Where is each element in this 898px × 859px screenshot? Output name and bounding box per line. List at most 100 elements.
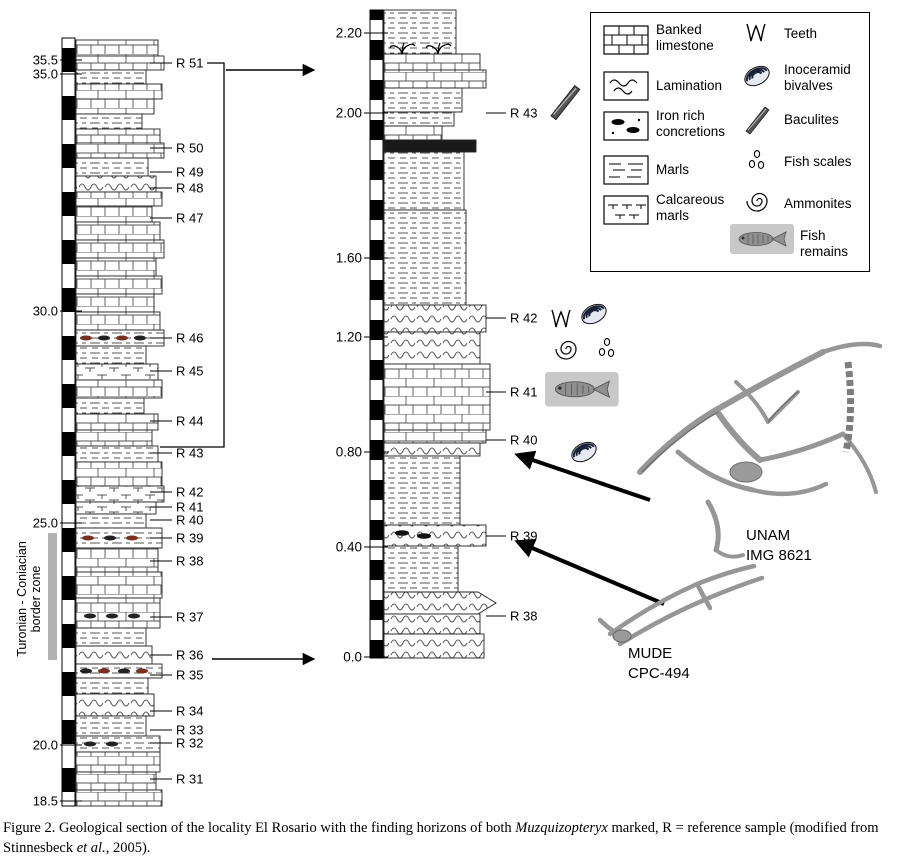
depth-label: 18.5 xyxy=(2,794,82,809)
sample-id: R 36 xyxy=(176,647,204,663)
scale-tick xyxy=(364,451,388,453)
sample-label: R 47 xyxy=(150,211,203,226)
baculites-icon xyxy=(550,85,581,121)
sample-label: R 32 xyxy=(150,736,203,751)
sample-label: R 42 xyxy=(150,485,203,500)
sample-id: R 40 xyxy=(510,432,538,448)
legend-label-banked-limestone: Banked limestone xyxy=(656,22,714,54)
scale-label: 1.20 xyxy=(302,330,388,345)
fish-scales-icon xyxy=(598,338,615,357)
sample-tick xyxy=(150,217,172,219)
legend-label-marls: Marls xyxy=(656,162,689,177)
scale-value: 1.20 xyxy=(335,329,362,345)
sample-label: R 44 xyxy=(150,414,203,429)
sample-id: R 42 xyxy=(510,310,538,326)
depth-value: 35.0 xyxy=(32,66,58,82)
fish-remains-photo xyxy=(544,371,620,408)
scale-label: 0.40 xyxy=(302,540,388,555)
sample-id: R 51 xyxy=(176,55,204,71)
left-column-graphic xyxy=(48,37,165,807)
legend-label-fish-remains: Fish remains xyxy=(800,228,849,260)
depth-value: 20.0 xyxy=(32,737,58,753)
depth-label: 35.5 xyxy=(2,53,82,68)
sample-id: R 42 xyxy=(176,484,204,500)
sample-id: R 46 xyxy=(176,330,204,346)
mude-skeleton-sketch xyxy=(597,563,765,647)
sample-tick xyxy=(150,147,172,149)
right-lithology-beds xyxy=(383,9,497,659)
depth-label: 25.0 xyxy=(2,516,82,531)
ammonite-icon xyxy=(555,340,577,360)
sample-label: R 41 xyxy=(150,500,203,515)
sample-tick xyxy=(486,439,506,441)
teeth-icon xyxy=(551,309,571,328)
sample-id: R 44 xyxy=(176,413,204,429)
sample-tick xyxy=(150,537,172,539)
caption-et-al: et al. xyxy=(76,840,106,857)
sample-label: R 40 xyxy=(150,513,203,528)
sample-id: R 47 xyxy=(176,210,204,226)
sample-label: R 43 xyxy=(486,106,537,121)
scale-value: 0.80 xyxy=(335,444,362,460)
scale-label: 0.80 xyxy=(302,445,388,460)
sample-label: R 39 xyxy=(486,529,537,544)
caption-text: Figure 2. Geological section of the loca… xyxy=(3,820,516,836)
sample-label: R 37 xyxy=(150,610,203,625)
scale-tick xyxy=(364,336,388,338)
unam-skeleton-sketch xyxy=(637,341,883,559)
sample-label: R 39 xyxy=(150,531,203,546)
sample-id: R 41 xyxy=(176,499,204,515)
sample-label: R 38 xyxy=(486,609,537,624)
scale-value: 2.00 xyxy=(335,105,362,121)
border-zone-bar xyxy=(48,533,57,660)
sample-tick xyxy=(486,535,506,537)
sample-tick xyxy=(486,391,506,393)
inoceramid-icon xyxy=(577,299,611,329)
sample-id: R 33 xyxy=(176,722,204,738)
sample-id: R 31 xyxy=(176,771,204,787)
sample-tick xyxy=(150,616,172,618)
sample-tick xyxy=(150,674,172,676)
sample-label: R 38 xyxy=(150,554,203,569)
caption-text: marked, R = reference sample (modified f… xyxy=(3,820,879,857)
legend-label-iron-concretions: Iron rich concretions xyxy=(656,108,726,140)
sample-id: R 37 xyxy=(176,609,204,625)
scale-tick xyxy=(364,32,388,34)
sample-label: R 43 xyxy=(150,446,203,461)
legend-label-lamination: Lamination xyxy=(656,78,723,93)
sample-tick xyxy=(486,615,506,617)
border-zone-label: Turonian - Coniacian border zone xyxy=(15,514,45,684)
depth-label: 35.0 xyxy=(2,67,82,82)
sample-id: R 41 xyxy=(510,384,538,400)
sample-tick xyxy=(150,519,172,521)
sample-label: R 51 xyxy=(150,56,203,71)
right-column-graphic xyxy=(369,9,497,659)
legend-label-teeth: Teeth xyxy=(784,26,818,41)
scale-tick xyxy=(60,744,82,746)
depth-value: 30.0 xyxy=(32,303,58,319)
sample-label: R 33 xyxy=(150,723,203,738)
sample-id: R 49 xyxy=(176,164,204,180)
sample-label: R 34 xyxy=(150,704,203,719)
inoceramid-icon xyxy=(567,437,601,467)
legend-box xyxy=(590,12,870,272)
sample-label: R 41 xyxy=(486,385,537,400)
scale-tick xyxy=(364,257,388,259)
figure-caption: Figure 2. Geological section of the loca… xyxy=(3,818,895,859)
left-scale-bar xyxy=(61,37,76,807)
sample-id: R 38 xyxy=(176,553,204,569)
scale-tick xyxy=(364,112,388,114)
sample-tick xyxy=(150,778,172,780)
left-concretion-horizons xyxy=(80,335,148,747)
sample-label: R 36 xyxy=(150,648,203,663)
caption-taxon-name: Muzquizopteryx xyxy=(515,820,608,836)
legend-label-inoceramid: Inoceramid bivalves xyxy=(784,62,851,94)
sample-tick xyxy=(150,560,172,562)
sample-tick xyxy=(150,710,172,712)
scale-tick xyxy=(60,310,82,312)
sample-id: R 39 xyxy=(510,528,538,544)
sample-tick xyxy=(150,337,172,339)
scale-tick xyxy=(60,800,82,802)
depth-label: 20.0 xyxy=(2,738,82,753)
mude-specimen-label: MUDE CPC-494 xyxy=(628,645,690,682)
